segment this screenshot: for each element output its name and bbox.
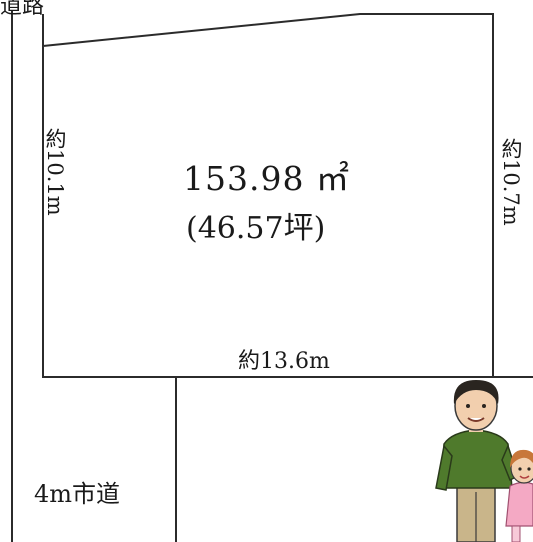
right-side-length: 約10.7m (499, 138, 523, 226)
girl-dress (505, 481, 533, 527)
area-square-meters: 153.98 ㎡ (183, 159, 350, 198)
girl-hair (510, 449, 533, 468)
left-side-length: 約10.1m (43, 128, 67, 216)
father-and-daughter-illustration (435, 380, 533, 542)
man-hair (453, 380, 499, 404)
bottom-side-length: 約13.6m (238, 349, 330, 374)
man-shirt (441, 429, 513, 489)
area-tsubo: (46.57坪) (186, 211, 326, 246)
top-road-label-fragment: 道路 (0, 0, 45, 19)
road-label: 4m市道 (34, 480, 121, 508)
lot-outline (42, 13, 494, 378)
